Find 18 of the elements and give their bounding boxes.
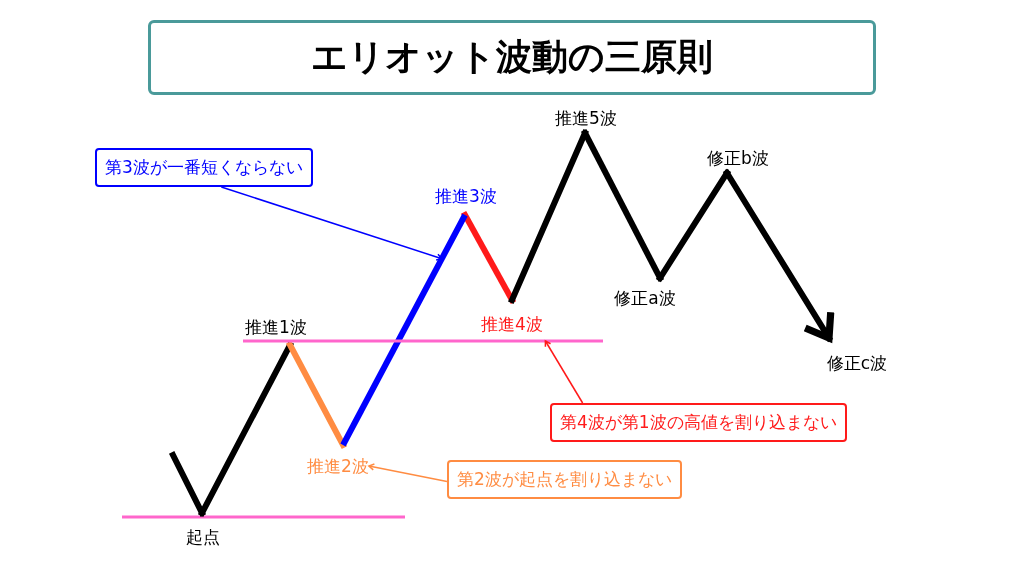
- rule-callout: 第4波が第1波の高値を割り込まない: [550, 403, 847, 442]
- wave-label: 起点: [186, 525, 220, 549]
- wave-label: 推進1波: [245, 315, 307, 339]
- title-banner: エリオット波動の三原則: [148, 20, 876, 95]
- level-line: [243, 339, 603, 343]
- rule-callout: 第2波が起点を割り込まない: [447, 460, 682, 499]
- leader-arrow: [220, 186, 443, 261]
- wave-label: 推進4波: [481, 312, 543, 336]
- wave-label: 推進3波: [435, 184, 497, 208]
- wave-label: 修正c波: [826, 351, 888, 375]
- wave-label: 修正a波: [614, 286, 676, 310]
- wave-segment: [340, 213, 468, 447]
- wave-label: 推進5波: [555, 106, 617, 130]
- rule-callout: 第3波が一番短くならない: [95, 148, 313, 187]
- leader-arrow: [544, 340, 584, 404]
- wave-label: 推進2波: [307, 454, 369, 478]
- leader-arrow: [368, 463, 448, 483]
- wave-label: 修正b波: [707, 146, 769, 170]
